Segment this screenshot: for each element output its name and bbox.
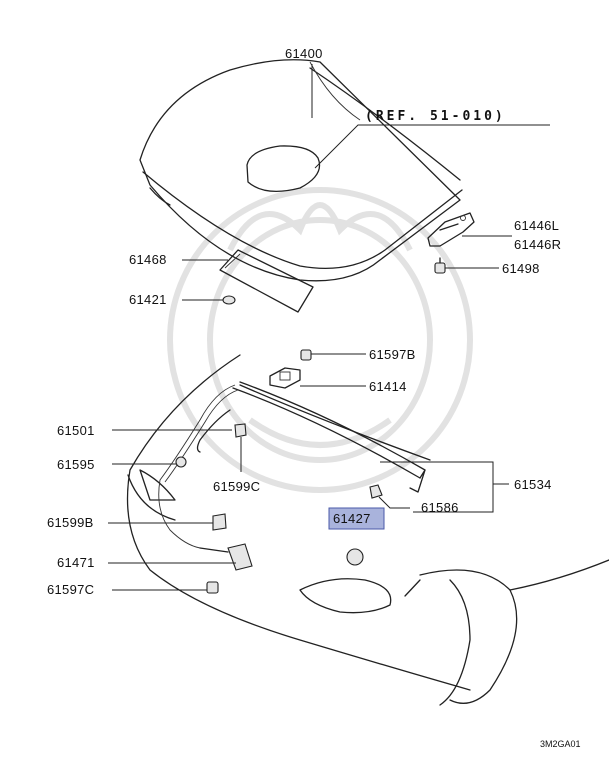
label-61599B[interactable]: 61599B (47, 515, 94, 530)
hood-weatherstrip[interactable] (232, 381, 426, 493)
watermark-emblem (167, 187, 473, 493)
hood-clip[interactable] (222, 295, 236, 305)
label-61468[interactable]: 61468 (129, 252, 167, 267)
hood-stopper[interactable] (369, 484, 383, 499)
label-61586[interactable]: 61586 (421, 500, 459, 515)
support-rod[interactable] (175, 409, 231, 468)
hood-insulator-pad[interactable] (219, 249, 314, 313)
lever-bolt[interactable] (206, 581, 219, 594)
label-61414[interactable]: 61414 (369, 379, 407, 394)
callout-labels: 61400 (REF. 51-010) 61446L 61446R 61468 … (47, 46, 581, 749)
hinge-bolt[interactable] (434, 257, 446, 274)
highlight-box-61427 (328, 507, 385, 530)
label-61498[interactable]: 61498 (502, 261, 540, 276)
label-61597C[interactable]: 61597C (47, 582, 94, 597)
cable-clip[interactable] (212, 513, 227, 531)
label-61595[interactable]: 61595 (57, 457, 95, 472)
release-cable[interactable] (158, 384, 239, 549)
rod-holder-clip[interactable] (234, 423, 247, 438)
car-body (126, 354, 609, 706)
lock-grommet[interactable] (300, 349, 312, 361)
label-61501[interactable]: 61501 (57, 423, 95, 438)
reference-note: (REF. 51-010) (365, 109, 506, 124)
hood-lock[interactable] (269, 367, 301, 389)
hood-bumper[interactable] (346, 548, 364, 566)
label-61400[interactable]: 61400 (285, 46, 323, 61)
leader-lines (108, 64, 550, 591)
label-61446R[interactable]: 61446R (514, 237, 561, 252)
diagram-code: 3M2GA01 (540, 739, 581, 749)
label-61534[interactable]: 61534 (514, 477, 552, 492)
label-61597B[interactable]: 61597B (369, 347, 416, 362)
label-61421[interactable]: 61421 (129, 292, 167, 307)
label-61427[interactable]: 61427 (333, 511, 371, 526)
hood-panel[interactable] (139, 59, 463, 282)
label-61446L[interactable]: 61446L (514, 218, 559, 233)
hood-hinge[interactable] (427, 212, 475, 247)
label-61599C[interactable]: 61599C (213, 479, 260, 494)
release-lever[interactable] (199, 543, 253, 571)
label-61471[interactable]: 61471 (57, 555, 95, 570)
